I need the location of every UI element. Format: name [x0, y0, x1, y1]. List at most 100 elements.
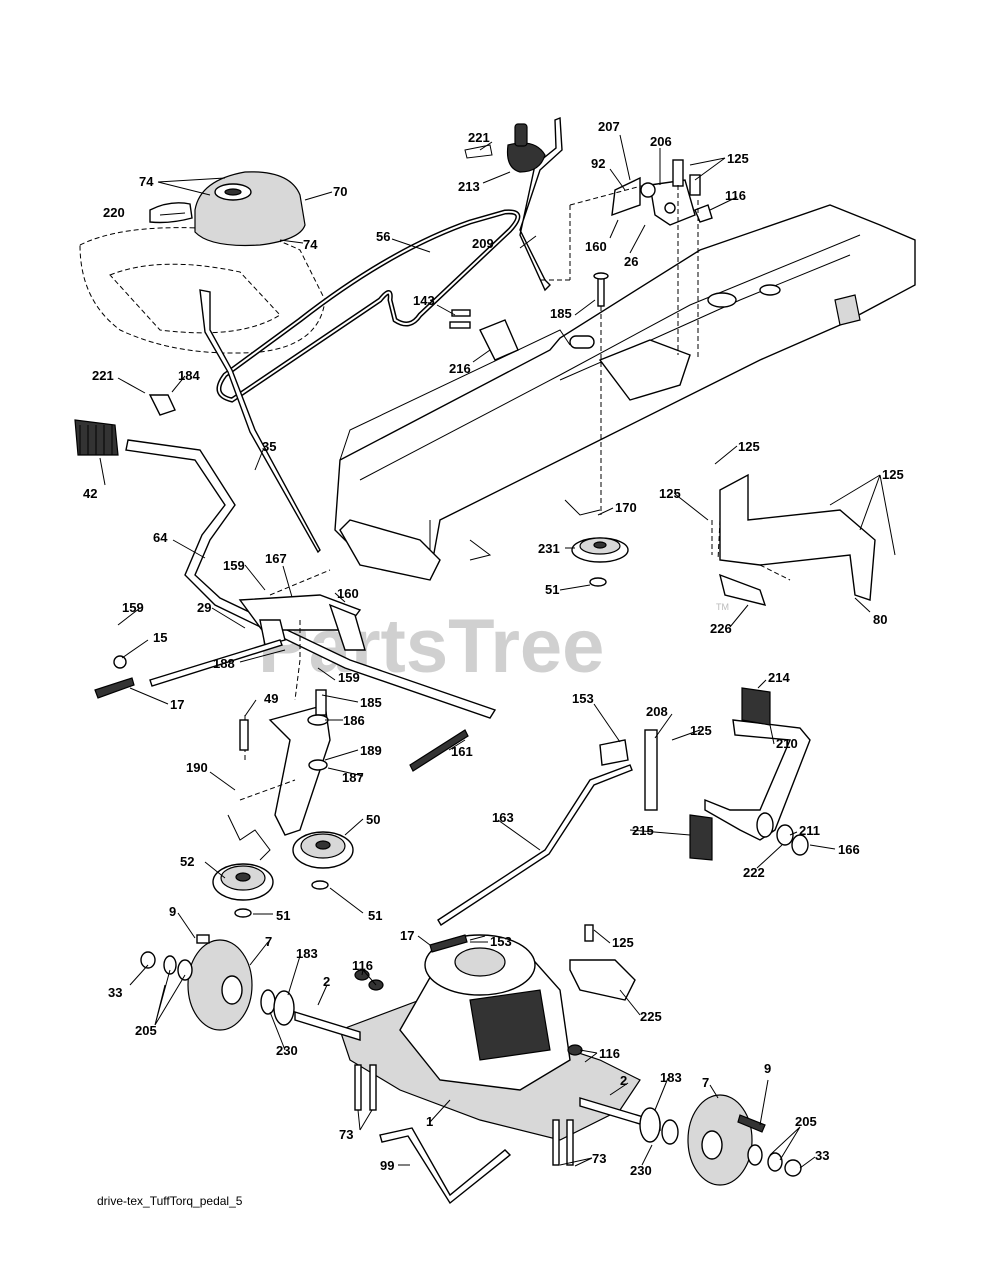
callout-226: 226 [710, 621, 732, 636]
callout-183-right: 183 [660, 1070, 682, 1085]
callout-167: 167 [265, 551, 287, 566]
pulley-50 [292, 831, 354, 890]
callout-159-mid: 159 [338, 670, 360, 685]
shaft-64 [125, 439, 497, 719]
callout-213: 213 [458, 179, 480, 194]
callout-74-top: 74 [139, 174, 154, 189]
callout-2-right: 2 [620, 1073, 627, 1088]
knob-grip [514, 123, 528, 147]
callout-51-left: 51 [276, 908, 290, 923]
callout-64: 64 [153, 530, 168, 545]
callout-70: 70 [333, 184, 347, 199]
callout-125-guard-right: 125 [882, 467, 904, 482]
callout-143: 143 [413, 293, 435, 308]
callout-153-lower: 153 [490, 934, 512, 949]
callout-7-left: 7 [265, 934, 272, 949]
callout-161: 161 [451, 744, 473, 759]
transaxle [294, 934, 661, 1166]
bracket-206 [649, 179, 696, 226]
callout-73-left: 73 [339, 1127, 353, 1142]
bracket-226 [718, 573, 767, 606]
callout-116-top: 116 [725, 188, 746, 203]
callout-185-top: 185 [550, 306, 572, 321]
callout-51-top: 51 [545, 582, 559, 597]
callout-209: 209 [472, 236, 494, 251]
callout-15: 15 [153, 630, 167, 645]
rod-35 [199, 289, 321, 554]
callout-160-mid: 160 [337, 586, 359, 601]
callout-205-right: 205 [795, 1114, 817, 1129]
callout-208: 208 [646, 704, 668, 719]
callout-49: 49 [264, 691, 278, 706]
callout-190: 190 [186, 760, 208, 775]
callout-73-right: 73 [592, 1151, 606, 1166]
callout-99: 99 [380, 1158, 394, 1173]
callout-185-mid: 185 [360, 695, 382, 710]
callout-125-guard: 125 [738, 439, 760, 454]
callout-29: 29 [197, 600, 211, 615]
callout-56: 56 [376, 229, 390, 244]
callout-74-mid: 74 [303, 237, 318, 252]
callout-184: 184 [178, 368, 200, 383]
idler-pulley-231 [564, 499, 629, 587]
callout-160-top: 160 [585, 239, 607, 254]
callout-183-left: 183 [296, 946, 318, 961]
callout-17-lower: 17 [400, 928, 414, 943]
callout-187: 187 [342, 770, 364, 785]
callout-170: 170 [615, 500, 637, 515]
callout-17-left: 17 [170, 697, 184, 712]
callout-125-pedal: 125 [690, 723, 712, 738]
callout-125-top: 125 [727, 151, 749, 166]
callout-205-left: 205 [135, 1023, 157, 1038]
callout-215: 215 [632, 823, 654, 838]
callout-230-left: 230 [276, 1043, 298, 1058]
callout-labels: 221 213 207 206 125 92 116 74 70 220 56 … [83, 119, 904, 1178]
callout-221-top: 221 [468, 130, 490, 145]
callout-207: 207 [598, 119, 620, 134]
hub-left [140, 934, 295, 1031]
callout-159-top: 159 [223, 558, 245, 573]
callout-210: 210 [776, 736, 798, 751]
hub-right [639, 1094, 802, 1186]
callout-9-left: 9 [169, 904, 176, 919]
callout-52: 52 [180, 854, 194, 869]
callout-26: 26 [624, 254, 638, 269]
callout-153-top: 153 [572, 691, 594, 706]
callout-9-right: 9 [764, 1061, 771, 1076]
callout-225: 225 [640, 1009, 662, 1024]
seat-cushion-220 [149, 202, 193, 224]
callout-206: 206 [650, 134, 672, 149]
callout-92: 92 [591, 156, 605, 171]
callout-188: 188 [213, 656, 235, 671]
callout-231: 231 [538, 541, 560, 556]
callout-33-right: 33 [815, 1148, 829, 1163]
callout-221-left: 221 [92, 368, 114, 383]
callout-2-left: 2 [323, 974, 330, 989]
diagram-caption: drive-tex_TuffTorq_pedal_5 [97, 1194, 243, 1208]
belt-guard-80 [719, 473, 876, 601]
callout-33-left: 33 [108, 985, 122, 1000]
callout-50: 50 [366, 812, 380, 827]
callout-35: 35 [262, 439, 276, 454]
shift-knob [506, 142, 546, 173]
brake-rod [437, 764, 633, 926]
callout-80: 80 [873, 612, 887, 627]
leader-lines [99, 134, 896, 1169]
callout-230-right: 230 [630, 1163, 652, 1178]
callout-116-left: 116 [352, 958, 373, 973]
callout-125-guard-left: 125 [659, 486, 681, 501]
callout-125-lower: 125 [612, 935, 634, 950]
callout-166: 166 [838, 842, 860, 857]
callout-1: 1 [426, 1114, 433, 1129]
callout-211: 211 [799, 823, 820, 838]
drive-belt [216, 209, 521, 403]
chassis-frame [334, 204, 916, 581]
callout-163: 163 [492, 810, 514, 825]
callout-159-left: 159 [122, 600, 144, 615]
callout-220: 220 [103, 205, 125, 220]
brake-pedal [599, 687, 811, 861]
watermark-tm: TM [716, 602, 729, 612]
callout-7-right: 7 [702, 1075, 709, 1090]
